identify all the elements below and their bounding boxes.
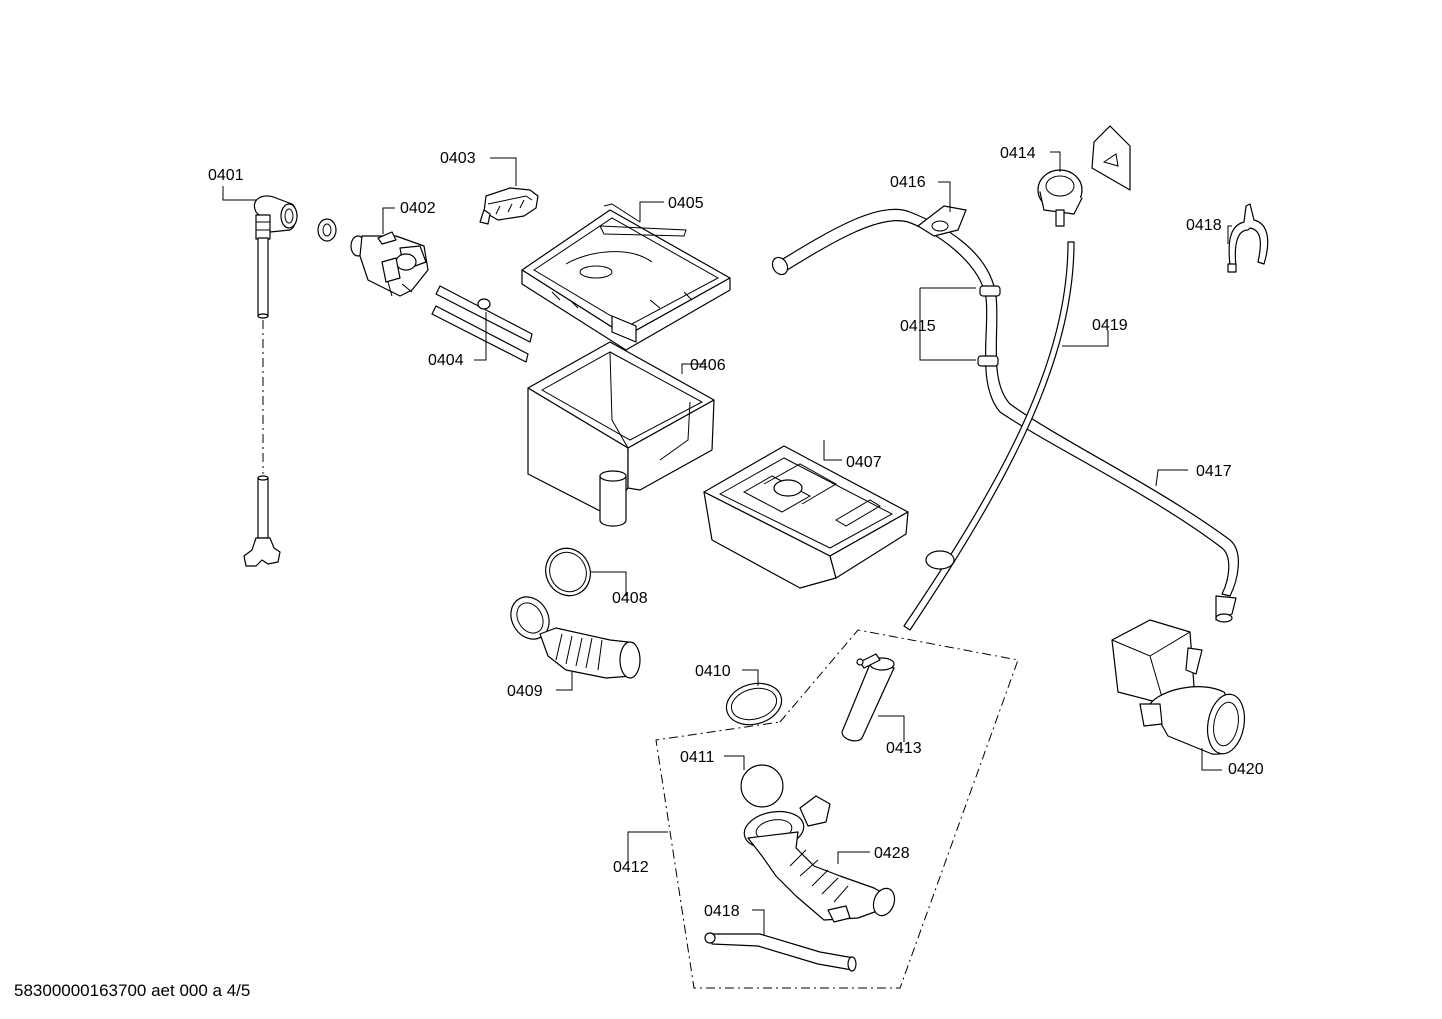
callout-0408: 0408 [612,590,648,607]
callout-0410: 0410 [695,663,731,680]
part-0416-0417-hose [771,205,1239,623]
callout-0420: 0420 [1228,761,1264,778]
callout-0402: 0402 [400,200,436,217]
part-0410-ring [725,682,783,726]
part-0408-gasket-ring [545,547,591,597]
callout-0419: 0419 [1092,317,1128,334]
callout-0405: 0405 [668,195,704,212]
part-0405-dispenser-cover [521,203,731,351]
part-0403-clip [479,187,539,225]
callout-0413: 0413 [886,740,922,757]
leader-lines [222,151,1232,936]
callout-0409: 0409 [507,683,543,700]
callout-0411: 0411 [680,749,715,766]
callout-0401: 0401 [208,167,244,184]
part-0409-bellows-hose [510,596,641,679]
part-0418-small-hose [704,932,857,972]
callout-0428: 0428 [874,845,910,862]
callout-0418-fork: 0418 [1186,217,1222,234]
part-0419-thin-tube [903,241,1075,631]
part-0414-pressure-switch [1037,169,1083,227]
part-0401-inlet-hose [243,195,298,567]
part-0407-detergent-drawer [703,445,909,589]
callout-0403: 0403 [440,150,476,167]
callout-0412: 0412 [613,859,649,876]
callout-0406: 0406 [690,357,726,374]
callout-0418-hose: 0418 [704,903,740,920]
part-bracket [1091,125,1131,191]
callout-0417: 0417 [1196,463,1232,480]
part-washer-small [317,218,337,242]
part-0413-sensor [841,653,895,742]
callout-0415: 0415 [900,318,936,335]
callout-labels: 0401 0402 0403 0404 0405 0406 0407 0408 … [208,145,1264,920]
part-0411-ball [740,764,784,808]
document-id-footer: 58300000163700 aet 000 a 4/5 [14,981,251,1000]
part-0428-sump-hose [743,795,896,923]
part-0412-assembly-outline [655,629,1019,989]
part-0418-fork-clip [1227,203,1269,273]
callout-0404: 0404 [428,352,464,369]
callout-0416: 0416 [890,174,926,191]
part-0406-drawer-housing [527,341,715,527]
part-0420-drain-pump [1111,619,1246,755]
callout-0414: 0414 [1000,145,1036,162]
part-0402-inlet-valve [350,231,429,297]
callout-0407: 0407 [846,454,882,471]
part-0404-pipes [431,285,533,363]
